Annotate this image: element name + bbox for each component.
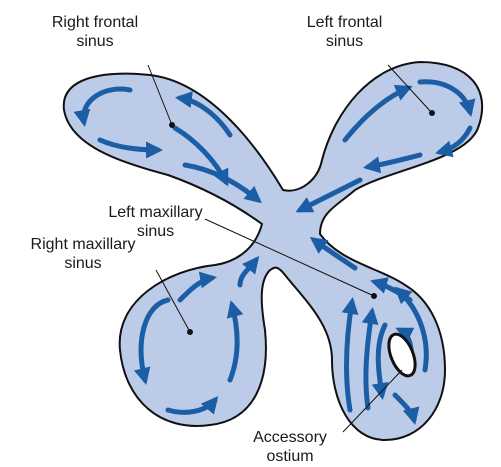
label-left-frontal-sinus: Left frontal sinus [282,13,407,51]
label-right-maxillary-sinus: Right maxillary sinus [8,235,158,273]
label-accessory-ostium-line1: Accessory [235,428,345,447]
label-right-frontal-line1: Right frontal [30,13,160,32]
label-right-frontal-line2: sinus [30,32,160,51]
label-left-frontal-line2: sinus [282,32,407,51]
label-right-maxillary-line1: Right maxillary [8,235,158,254]
label-accessory-ostium-line2: ostium [235,447,345,466]
label-accessory-ostium: Accessory ostium [235,428,345,466]
label-right-frontal-sinus: Right frontal sinus [30,13,160,51]
label-left-frontal-line1: Left frontal [282,13,407,32]
label-right-maxillary-line2: sinus [8,254,158,273]
label-left-maxillary-line1: Left maxillary [88,203,223,222]
